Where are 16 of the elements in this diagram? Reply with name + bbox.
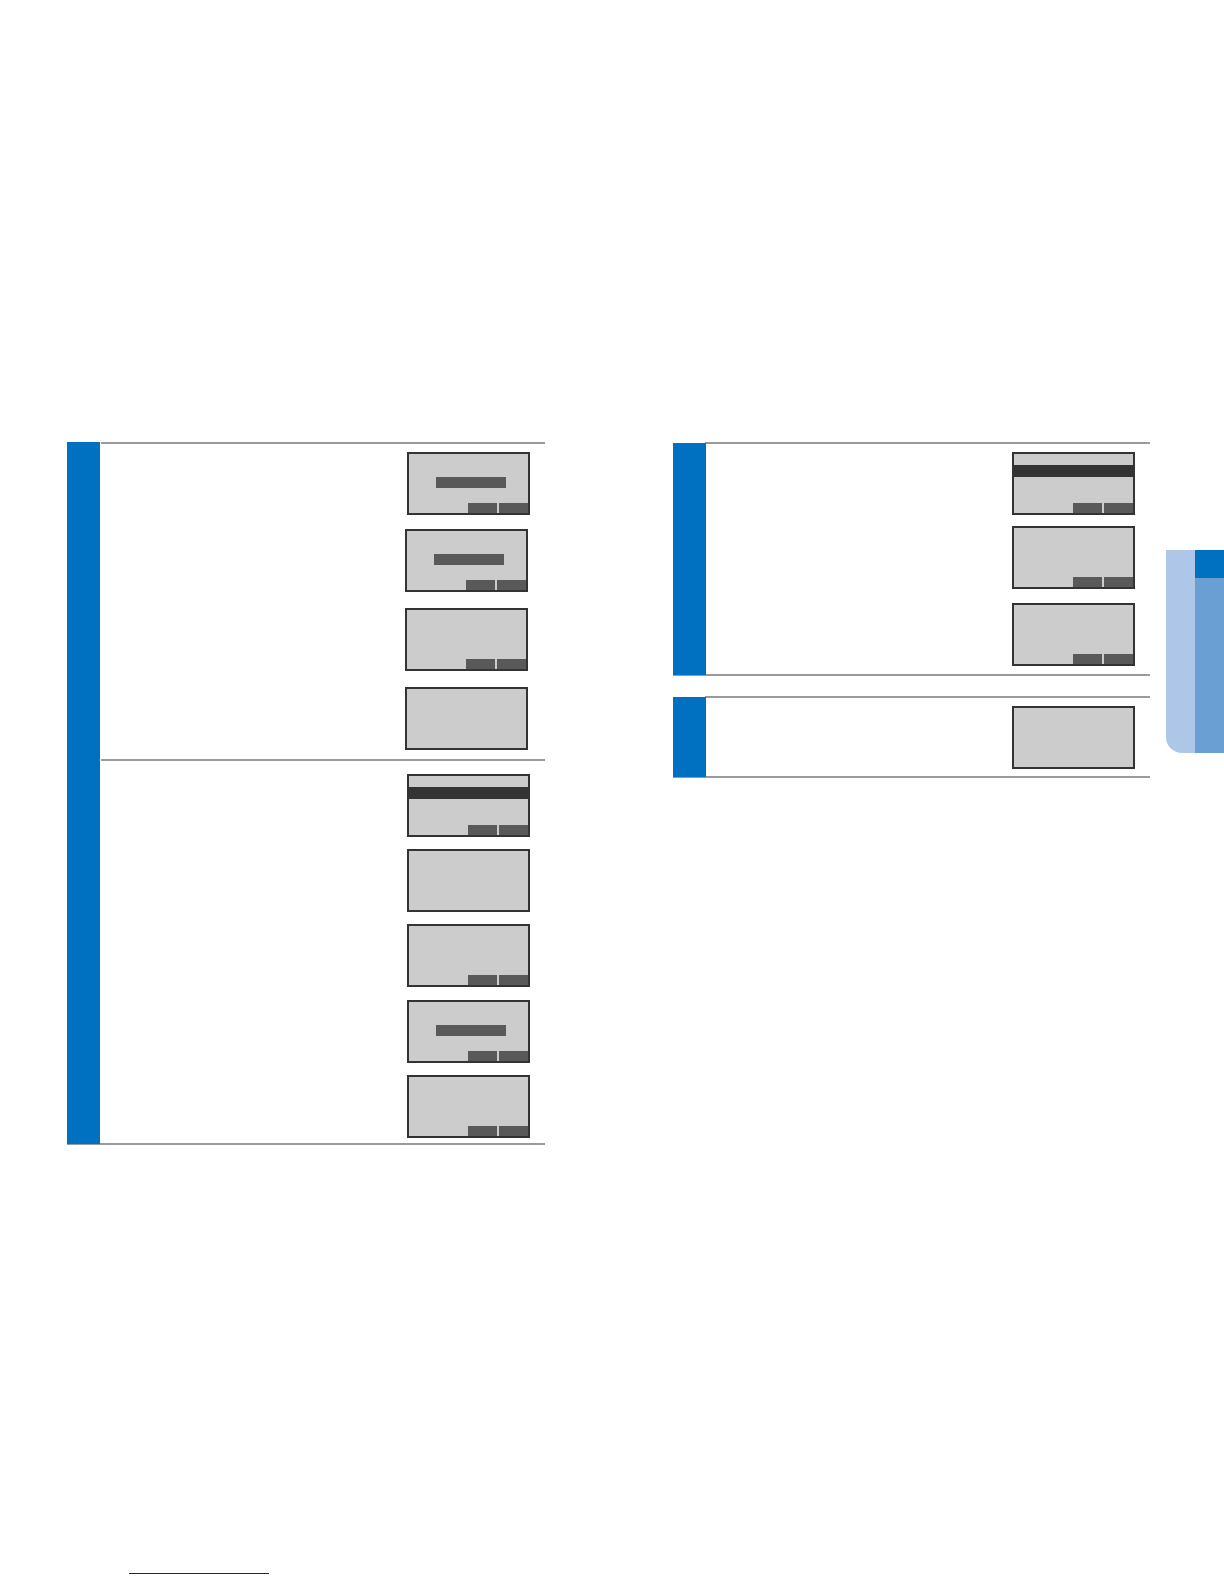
section-bar: [673, 443, 706, 675]
lcd-screen: [407, 1075, 530, 1138]
lcd-screen: [1012, 706, 1135, 769]
lcd-screen: [1012, 526, 1135, 589]
lcd-screen: [1012, 452, 1135, 515]
lcd-screen: [1012, 603, 1135, 666]
section-bar: [67, 442, 100, 1144]
lcd-screen: [407, 1000, 530, 1063]
lcd-screen: [407, 924, 530, 987]
lcd-screen: [405, 687, 528, 750]
lcd-screen: [405, 608, 528, 671]
lcd-screen: [407, 849, 530, 912]
lcd-screen: [407, 452, 530, 515]
section-bar: [673, 697, 706, 777]
lcd-screen: [407, 774, 530, 837]
lcd-screen: [405, 529, 528, 592]
